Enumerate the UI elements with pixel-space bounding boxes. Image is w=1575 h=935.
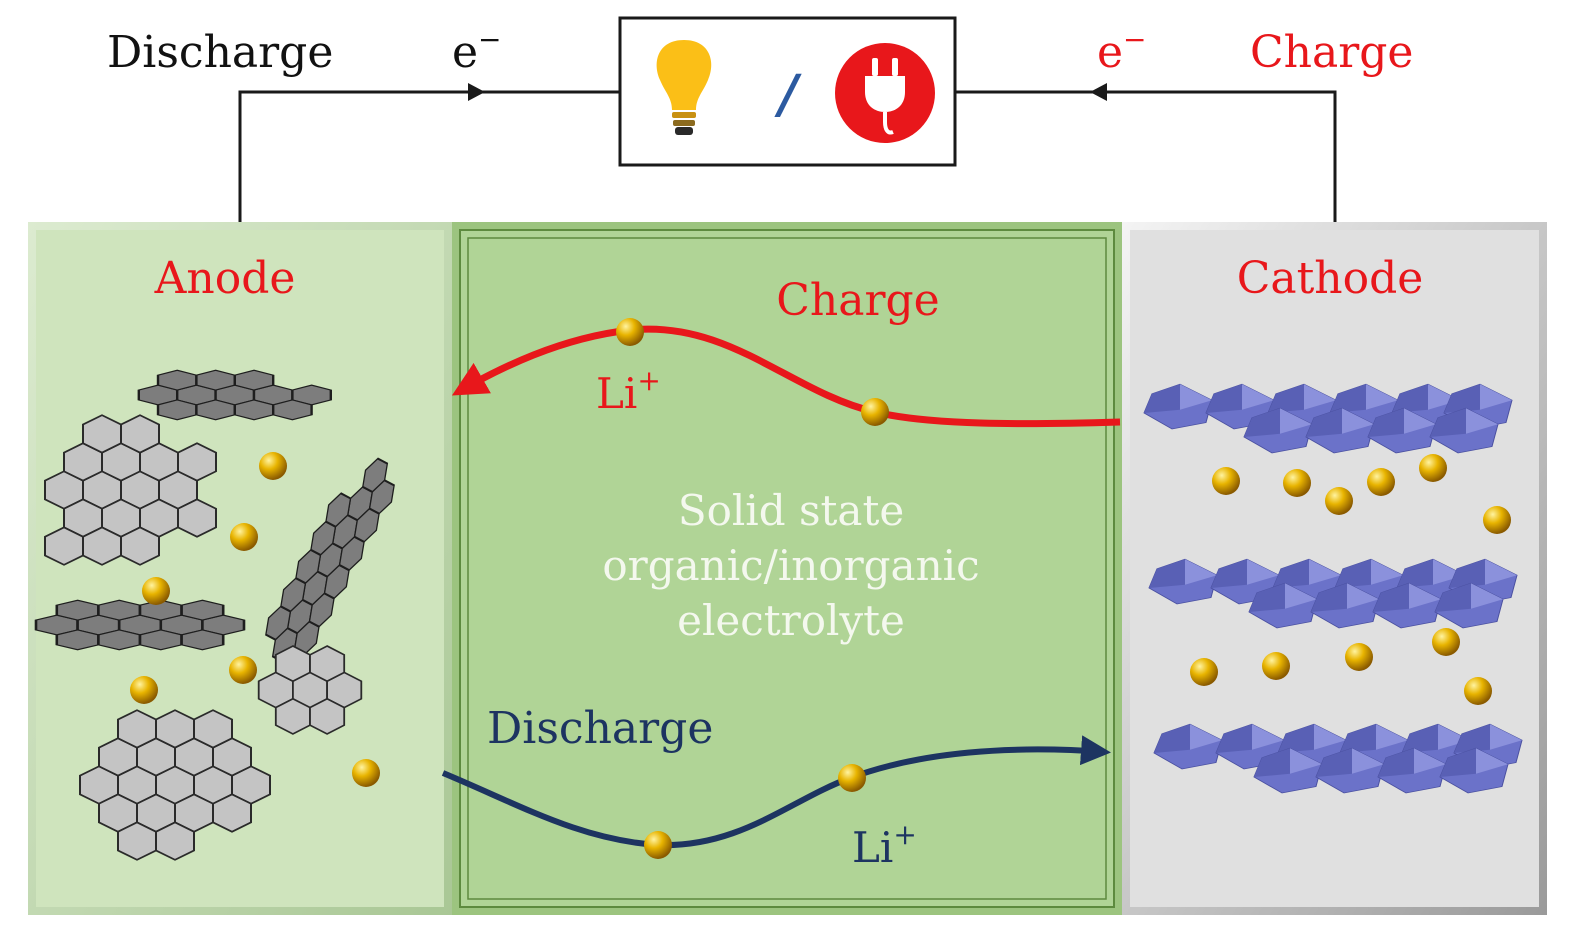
- electrolyte-line-2: organic/inorganic: [602, 541, 979, 590]
- electron-label-right: e−: [1097, 23, 1147, 78]
- cathode-label: Cathode: [1237, 253, 1424, 304]
- anode-label: Anode: [154, 253, 296, 304]
- electrolyte-line-3: electrolyte: [677, 596, 905, 645]
- discharge-ion-label: Li+: [852, 818, 917, 872]
- external-circuit: [238, 83, 1337, 222]
- discharge-path-label: Discharge: [487, 703, 713, 754]
- discharge-path-arrow: [441, 735, 1111, 849]
- electron-label-left: e−: [452, 23, 502, 78]
- electron-flow-arrow-right: [468, 83, 485, 101]
- charge-label-top: Charge: [1250, 27, 1413, 78]
- load-box: [618, 16, 957, 167]
- electron-flow-arrow-left: [1090, 83, 1107, 101]
- electrolyte-panel: [452, 222, 1122, 915]
- electrolyte-line-1: Solid state: [678, 486, 904, 535]
- charge-ion-label: Li+: [596, 364, 661, 418]
- discharge-label-top: Discharge: [107, 27, 333, 78]
- charge-path-label: Charge: [776, 275, 939, 326]
- charge-path-arrow: [451, 325, 1121, 428]
- power-plug-icon: [835, 43, 935, 143]
- lightbulb-icon: [656, 40, 712, 135]
- lithium-ions: [130, 318, 1511, 859]
